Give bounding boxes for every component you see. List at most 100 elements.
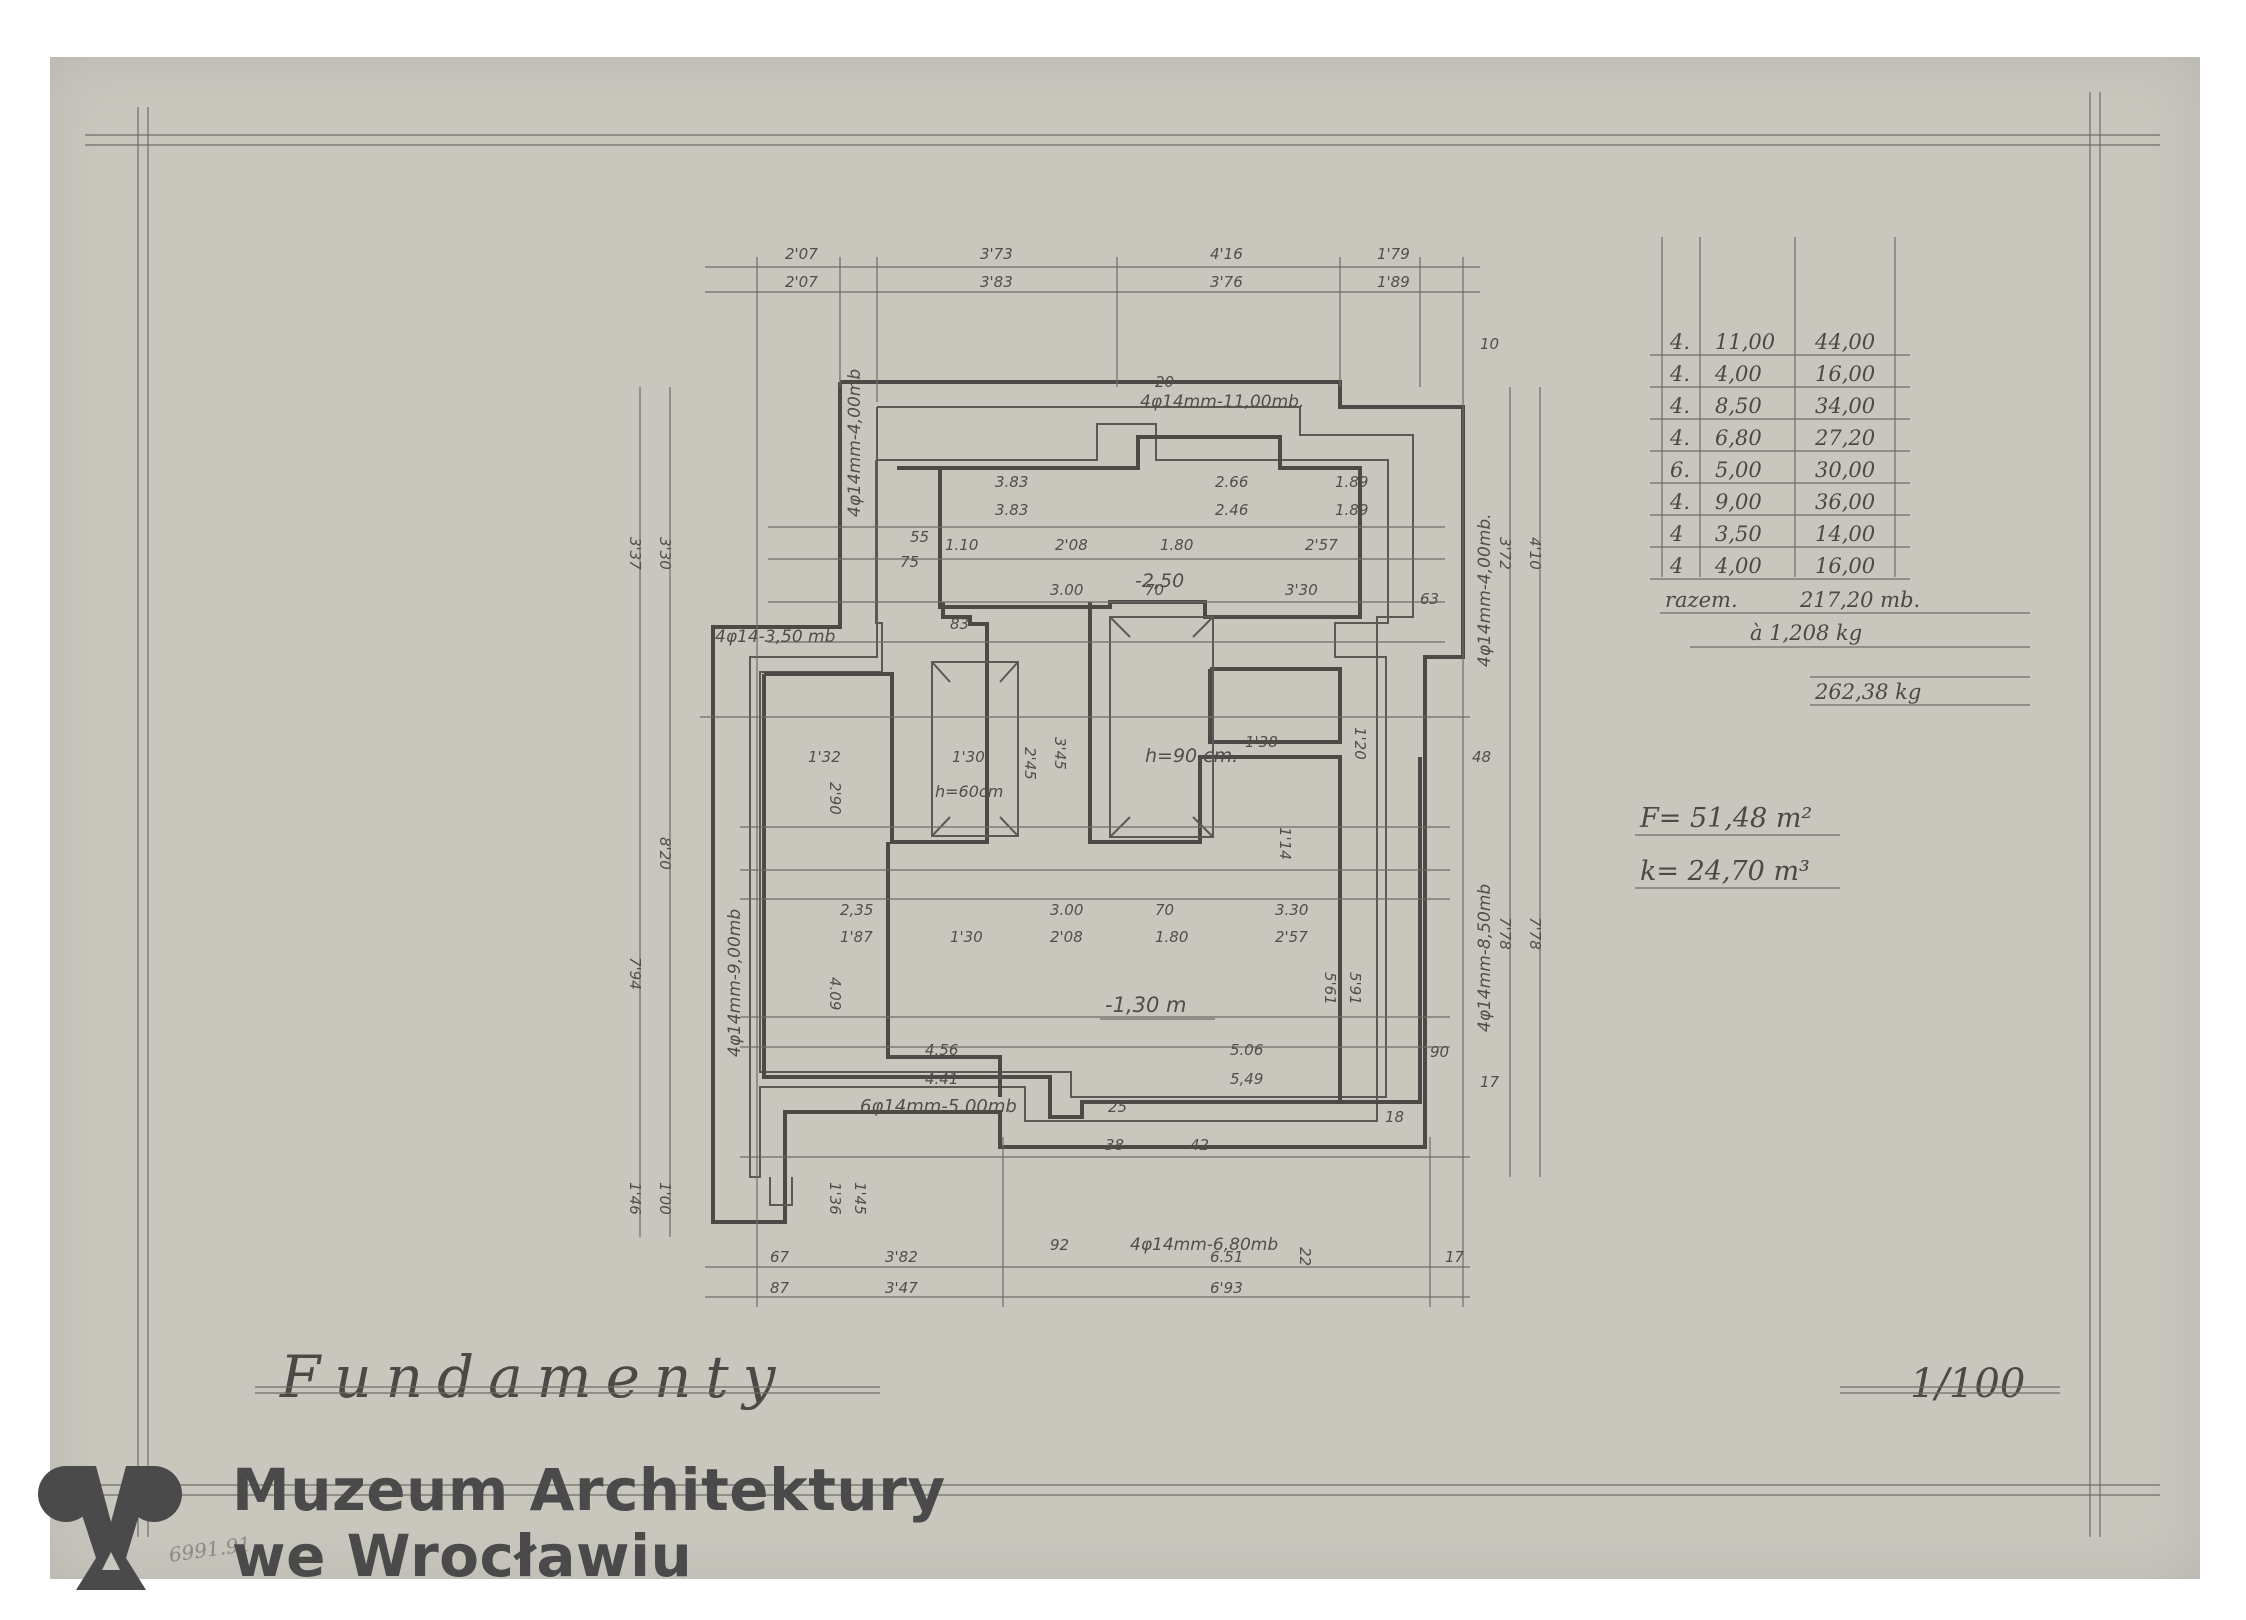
area-label: F= 51,48 m²	[1639, 803, 1812, 834]
row6-dim-3: 2'08	[1050, 928, 1083, 946]
small-dim-8: 83	[950, 615, 969, 633]
row3-dim-2: 2'08	[1055, 536, 1088, 554]
drawing-scale: 1/100	[1910, 1361, 2025, 1407]
table-row-1-total: 44,00	[1814, 330, 1875, 354]
left-dim-5: 1'46	[626, 1182, 644, 1215]
left-dim-2: 3'30	[656, 537, 674, 570]
table-row-2-length: 4,00	[1714, 362, 1762, 386]
small-dim-17: 1'14	[1276, 827, 1294, 860]
row5-dim-2: 3.00	[1050, 901, 1083, 919]
left-dim-1: 3'37	[626, 537, 644, 570]
small-dim-11: 1'30	[952, 748, 985, 766]
left-dim-4: 8'20	[656, 837, 674, 870]
table-row-1-count: 4.	[1669, 330, 1690, 354]
right-dim-2: 4'10	[1526, 537, 1544, 570]
row6-dim-2: 1'30	[950, 928, 983, 946]
rebar-label-2: 4φ14mm-4,00mb	[845, 369, 865, 517]
row4-dim-1: 3.00	[1050, 581, 1083, 599]
table-row-6-total: 36,00	[1815, 490, 1875, 514]
row6-dim-5: 2'57	[1275, 928, 1308, 946]
table-row-7-length: 3,50	[1715, 522, 1762, 546]
top-dim-outer-3: 4'16	[1210, 245, 1243, 263]
table-sum-value: 217,20 mb.	[1799, 588, 1920, 612]
row5-dim-4: 3.30	[1275, 901, 1308, 919]
table-row-6-count: 4.	[1669, 490, 1690, 514]
top-dim-inner-3: 3'76	[1210, 273, 1243, 291]
museum-name-line-1: Muzeum Architektury	[232, 1456, 946, 1524]
foundation-outline	[711, 380, 1465, 1224]
small-dim-28: 18	[1385, 1108, 1404, 1126]
small-dim-23: 38	[1105, 1136, 1124, 1154]
top-dim-inner-2: 3'83	[980, 273, 1013, 291]
h90-label: h=90 cm.	[1145, 745, 1238, 767]
table-unit-weight: à 1,208 kg	[1750, 621, 1862, 645]
top-dim-outer-2: 3'73	[980, 245, 1013, 263]
rebar-label-6: 4φ14mm-8,50mb	[1475, 884, 1495, 1032]
rebar-labels: 4φ14mm-11,00mb. 4φ14mm-4,00mb 4φ14-3,50 …	[715, 369, 1495, 1255]
lower-level-label: -1,30 m	[1105, 993, 1186, 1017]
table-row-2-total: 16,00	[1815, 362, 1875, 386]
right-dim-4: 7'78	[1526, 917, 1544, 950]
rebar-label-4: 4φ14mm-9,00mb	[725, 909, 745, 1057]
h60-label: h=60cm	[935, 782, 1003, 801]
small-dim-9: 63	[1420, 590, 1439, 608]
level-labels: -2,50 -1,30 m h=90 cm. h=60cm	[935, 570, 1238, 1020]
small-dim-6: 20	[1155, 373, 1174, 391]
table-row-5-count: 6.	[1670, 458, 1690, 482]
inner-pits	[931, 616, 1214, 838]
small-dim-20: 5'91	[1346, 972, 1364, 1005]
table-row-6-length: 9,00	[1715, 490, 1762, 514]
row8-dim-2: 5,49	[1230, 1070, 1263, 1088]
row6-dim-4: 1.80	[1155, 928, 1188, 946]
small-dim-1: 55	[910, 528, 929, 546]
table-total-weight: 262,38 kg	[1814, 680, 1921, 704]
table-row-3-count: 4.	[1669, 394, 1690, 418]
row1-dim-2: 2.66	[1215, 473, 1248, 491]
top-dim-inner-1: 2'07	[785, 273, 818, 291]
table-row-4-count: 4.	[1669, 426, 1690, 450]
museum-logo-icon	[38, 1466, 182, 1590]
row7-dim-1: 4.56	[925, 1041, 958, 1059]
row7-dim-2: 5.06	[1230, 1041, 1263, 1059]
bottom-dim-outer-1: 67	[770, 1248, 790, 1266]
table-row-5-total: 30,00	[1815, 458, 1875, 482]
volume-label: k= 24,70 m³	[1640, 856, 1810, 887]
bottom-dim-outer-4: 17	[1445, 1248, 1465, 1266]
row2-dim-3: 1.89	[1335, 501, 1368, 519]
row3-dim-4: 2'57	[1305, 536, 1338, 554]
row4-dim-2: 70	[1145, 581, 1164, 599]
top-dim-inner-4: 1'89	[1377, 273, 1410, 291]
top-dim-outer-4: 1'79	[1377, 245, 1410, 263]
row1-dim-3: 1.89	[1335, 473, 1368, 491]
row2-dim-1: 3.83	[995, 501, 1028, 519]
upper-level-label: -2,50	[1135, 570, 1184, 592]
small-dim-4: 48	[1472, 748, 1491, 766]
museum-name-line-2: we Wrocławiu	[232, 1522, 693, 1590]
table-row-1-length: 11,00	[1715, 330, 1775, 354]
row6-dim-1: 1'87	[840, 928, 873, 946]
rebar-label-5: 4φ14mm-4,00mb.	[1475, 513, 1495, 667]
bottom-dim-inner-1: 87	[770, 1279, 790, 1297]
title-block: Fundamenty 1/100	[255, 1343, 2060, 1411]
small-dim-15: 1'20	[1351, 727, 1369, 760]
rebar-label-8: 4φ14mm-6,80mb	[1130, 1235, 1278, 1255]
row8-dim-1: 4.41	[925, 1070, 958, 1088]
small-dim-25: 1'36	[826, 1182, 844, 1215]
table-row-7-total: 14,00	[1815, 522, 1875, 546]
table-row-3-length: 8,50	[1715, 394, 1762, 418]
small-dim-13: 3'45	[1051, 737, 1069, 770]
bottom-dim-inner-2: 3'47	[885, 1279, 918, 1297]
small-dim-14: 1'38	[1245, 733, 1278, 751]
table-row-8-total: 16,00	[1815, 554, 1875, 578]
row1-dim-1: 3.83	[995, 473, 1028, 491]
bottom-dim-outer-3: 6.51	[1210, 1248, 1243, 1266]
small-dim-5: 17	[1480, 1073, 1500, 1091]
small-dim-2: 75	[900, 553, 919, 571]
small-dim-3: 90	[1430, 1043, 1449, 1061]
museum-logo: Muzeum Architektury we Wrocławiu	[36, 1456, 1036, 1596]
small-dim-10: 1'32	[808, 748, 841, 766]
rebar-label-7: 6φ14mm-5,00mb	[860, 1096, 1017, 1117]
foundation-plan-drawing: 2'07 3'73 4'16 1'79 2'07 3'83 3'76 1'89 …	[85, 92, 2160, 1567]
table-row-4-total: 27,20	[1814, 426, 1875, 450]
table-row-7-count: 4	[1669, 522, 1683, 546]
